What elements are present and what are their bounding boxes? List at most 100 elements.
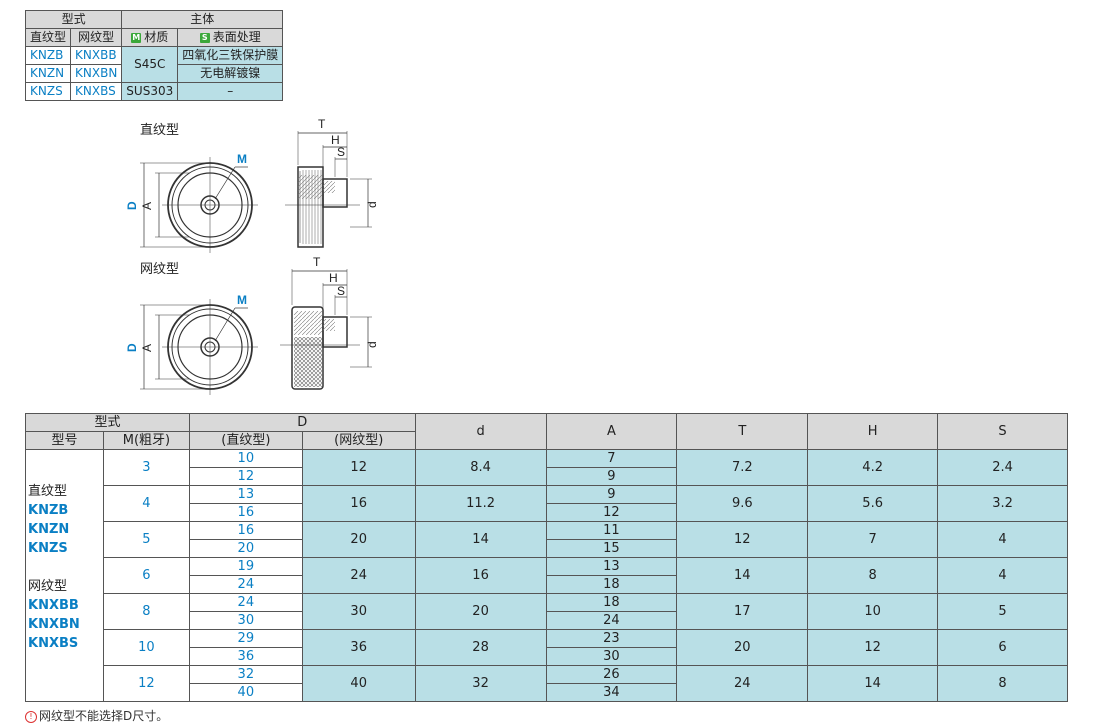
a-value-2: 15 — [545, 539, 678, 558]
m-size: 6 — [102, 557, 190, 594]
d-value: 20 — [414, 593, 547, 630]
d-straight-1: 10 — [188, 449, 303, 468]
h-value: 7 — [807, 521, 939, 558]
header-A: A — [545, 413, 678, 450]
d-value: 32 — [414, 665, 547, 702]
d-straight-2: 36 — [188, 647, 303, 666]
header-type: 型式 — [25, 413, 190, 432]
h-value: 4.2 — [807, 449, 939, 486]
header-main: 主体 — [121, 10, 284, 29]
d-straight-1: 32 — [188, 665, 303, 684]
t-value: 9.6 — [676, 485, 809, 522]
type-line: 直纹型 — [28, 484, 68, 499]
t-value: 12 — [676, 521, 809, 558]
d-value: 14 — [414, 521, 547, 558]
d-value: 28 — [414, 629, 547, 666]
d-straight-1: 16 — [188, 521, 303, 540]
knurl-side-view — [280, 269, 372, 390]
header-M: M(粗牙) — [102, 431, 190, 450]
t-value: 7.2 — [676, 449, 809, 486]
h-value: 14 — [807, 665, 939, 702]
a-value-1: 7 — [545, 449, 678, 468]
header-d: d — [414, 413, 547, 450]
straight-side-view — [285, 131, 372, 248]
a-value-2: 30 — [545, 647, 678, 666]
type-line — [28, 558, 103, 577]
label-a-bottom: A — [140, 344, 154, 352]
t-value: 17 — [676, 593, 809, 630]
type-line: KNZB — [28, 503, 69, 518]
note-icon: ! — [25, 710, 37, 723]
header-straight: 直纹型 — [24, 28, 72, 47]
d-straight-1: 19 — [188, 557, 303, 576]
s-value: 4 — [937, 521, 1068, 558]
d-value: 8.4 — [414, 449, 547, 486]
straight-front-view — [140, 157, 258, 253]
type-line: KNZS — [28, 541, 68, 556]
header-D-straight: (直纹型) — [188, 431, 303, 450]
header-model: 型号 — [25, 431, 104, 450]
label-small-d-top: d — [365, 201, 379, 208]
d-knurl: 40 — [301, 665, 416, 702]
d-straight-2: 12 — [188, 467, 303, 486]
label-t-top: T — [318, 117, 326, 131]
header-D-knurl: (网纹型) — [301, 431, 416, 450]
t-value: 20 — [676, 629, 809, 666]
d-knurl: 24 — [301, 557, 416, 594]
h-value: 10 — [807, 593, 939, 630]
table-row: 36 30 — [26, 647, 1068, 666]
label-s-bottom: S — [337, 284, 345, 298]
s-value: 5 — [937, 593, 1068, 630]
d-straight-2: 16 — [188, 503, 303, 522]
surface-value: 无电解镀镍 — [177, 64, 284, 83]
d-knurl: 30 — [301, 593, 416, 630]
d-knurl: 16 — [301, 485, 416, 522]
d-straight-1: 13 — [188, 485, 303, 504]
m-size: 3 — [102, 449, 190, 486]
t-value: 14 — [676, 557, 809, 594]
surface-value: – — [177, 82, 284, 101]
material-value: SUS303 — [121, 82, 179, 101]
header-S: S — [937, 413, 1068, 450]
knurl-model: KNXBN — [70, 64, 123, 83]
m-size: 8 — [102, 593, 190, 630]
label-d-bottom: D — [125, 343, 139, 352]
d-straight-2: 24 — [188, 575, 303, 594]
s-value: 4 — [937, 557, 1068, 594]
label-a-top: A — [140, 202, 154, 210]
s-value: 3.2 — [937, 485, 1068, 522]
straight-model: KNZB — [24, 46, 72, 65]
s-badge-icon: S — [199, 32, 210, 43]
surface-value: 四氧化三铁保护膜 — [177, 46, 284, 65]
knurl-model: KNXBS — [70, 82, 123, 101]
a-value-1: 13 — [545, 557, 678, 576]
label-h-bottom: H — [329, 271, 338, 285]
knurl-model: KNXBB — [70, 46, 123, 65]
type-line: KNXBS — [28, 636, 79, 651]
s-value: 8 — [937, 665, 1068, 702]
d-straight-2: 20 — [188, 539, 303, 558]
d-knurl: 36 — [301, 629, 416, 666]
label-s-top: S — [337, 145, 345, 159]
a-value-1: 26 — [545, 665, 678, 684]
t-value: 24 — [676, 665, 809, 702]
d-value: 16 — [414, 557, 547, 594]
technical-drawings: M D A T H S d M D A T H S d — [125, 117, 379, 395]
header-T: T — [676, 413, 809, 450]
d-knurl: 20 — [301, 521, 416, 558]
a-value-1: 9 — [545, 485, 678, 504]
header-D: D — [188, 413, 416, 432]
m-size: 12 — [102, 665, 190, 702]
label-small-d-bottom: d — [365, 341, 379, 348]
m-size: 4 — [102, 485, 190, 522]
m-badge-icon: M — [131, 32, 142, 43]
